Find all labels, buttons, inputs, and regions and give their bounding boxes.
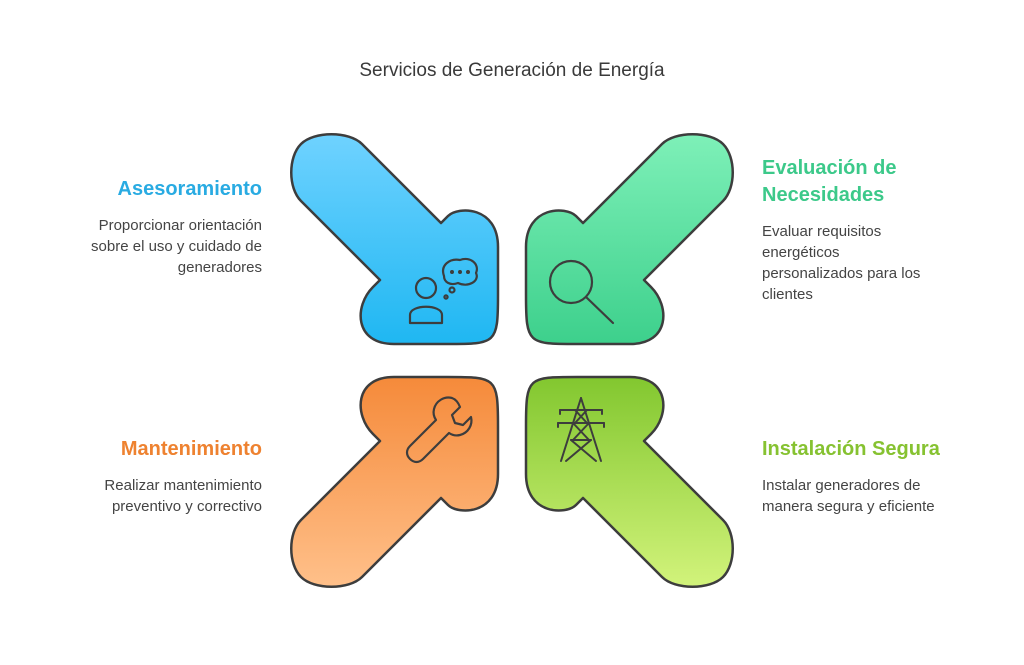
arrow-evaluacion bbox=[524, 133, 734, 346]
asesoramiento-heading: Asesoramiento bbox=[117, 178, 263, 200]
evaluacion-heading-line: Evaluación de bbox=[762, 157, 897, 179]
evaluacion-desc: Evaluar requisitos energéticos personali… bbox=[762, 221, 992, 305]
asesoramiento-desc-line: Proporcionar orientación bbox=[98, 217, 262, 234]
asesoramiento-desc-line: generadores bbox=[177, 259, 262, 276]
instalacion-desc-line: Instalar generadores de bbox=[762, 477, 921, 494]
instalacion-block: Instalación Segura Instalar generadores … bbox=[762, 436, 992, 517]
evaluacion-desc-line: Evaluar requisitos bbox=[762, 223, 882, 240]
asesoramiento-desc: Proporcionar orientación sobre el uso y … bbox=[32, 215, 262, 278]
evaluacion-desc-line: energéticos bbox=[762, 244, 840, 261]
mantenimiento-desc-line: preventivo y correctivo bbox=[111, 498, 262, 515]
arrow-mantenimiento bbox=[290, 375, 500, 588]
instalacion-desc-line: manera segura y eficiente bbox=[762, 498, 935, 515]
magnifier-icon bbox=[548, 259, 615, 325]
power-tower-icon bbox=[557, 397, 605, 462]
page-title: Servicios de Generación de Energía bbox=[359, 60, 665, 81]
instalacion-desc: Instalar generadores de manera segura y … bbox=[762, 475, 992, 517]
evaluacion-desc-line: clientes bbox=[762, 286, 813, 303]
evaluacion-heading: Evaluación de Necesidades bbox=[762, 155, 992, 209]
mantenimiento-heading: Mantenimiento bbox=[120, 438, 262, 460]
evaluacion-block: Evaluación de Necesidades Evaluar requis… bbox=[762, 155, 992, 305]
mantenimiento-desc-line: Realizar mantenimiento bbox=[104, 477, 262, 494]
evaluacion-desc-line: personalizados para los bbox=[762, 265, 921, 282]
instalacion-heading: Instalación Segura bbox=[762, 438, 940, 460]
wrench-icon bbox=[405, 396, 473, 464]
person-thought-icon bbox=[408, 257, 478, 325]
asesoramiento-desc-line: sobre el uso y cuidado de bbox=[91, 238, 262, 255]
arrow-asesoramiento bbox=[290, 133, 500, 346]
evaluacion-heading-line: Necesidades bbox=[762, 184, 885, 206]
mantenimiento-desc: Realizar mantenimiento preventivo y corr… bbox=[32, 475, 262, 517]
asesoramiento-block: Asesoramiento Proporcionar orientación s… bbox=[32, 176, 262, 278]
arrow-instalacion bbox=[524, 375, 734, 588]
mantenimiento-block: Mantenimiento Realizar mantenimiento pre… bbox=[32, 436, 262, 517]
